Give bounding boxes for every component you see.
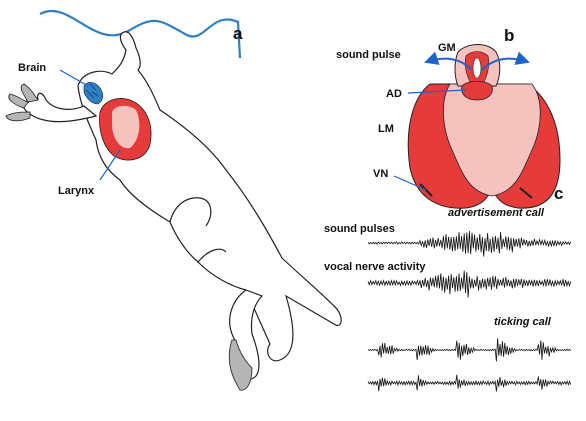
brain-label: Brain (18, 62, 46, 74)
brain (83, 82, 104, 105)
panel-label-b: b (504, 26, 514, 45)
waveform-traces (367, 230, 572, 392)
gm-label: GM (438, 42, 456, 54)
brain-pointer (59, 69, 89, 87)
larynx-detail (407, 44, 561, 209)
ticking-sound-trace (367, 338, 572, 362)
ticking-call-label: ticking call (494, 316, 552, 328)
water-surface-line (39, 10, 242, 59)
vn-label: VN (373, 168, 388, 180)
vocal-nerve-trace (367, 270, 572, 298)
sound-pulse-arrow-right (481, 51, 530, 71)
sound-pulses-label: sound pulses (324, 223, 395, 235)
ad-pointer (407, 89, 467, 94)
panel-label-a: a (233, 24, 243, 43)
lm-label: LM (378, 123, 394, 135)
panel-label-c: c (554, 184, 563, 203)
advertisement-call-label: advertisement call (448, 207, 545, 219)
sound-pulse-arrow-left (424, 51, 473, 71)
frog-feet (5, 83, 253, 391)
sound-pulse-label: sound pulse (336, 49, 401, 61)
vn-pointer (393, 175, 427, 191)
larynx-pointer (99, 149, 121, 181)
larynx-small (99, 98, 152, 161)
vocal-nerve-label: vocal nerve activity (324, 261, 426, 273)
larynx-label: Larynx (58, 185, 95, 197)
ad-label: AD (386, 88, 402, 100)
ticking-nerve-trace (367, 374, 572, 392)
sound-pulses-trace (367, 230, 572, 257)
frog-outline (17, 31, 342, 381)
